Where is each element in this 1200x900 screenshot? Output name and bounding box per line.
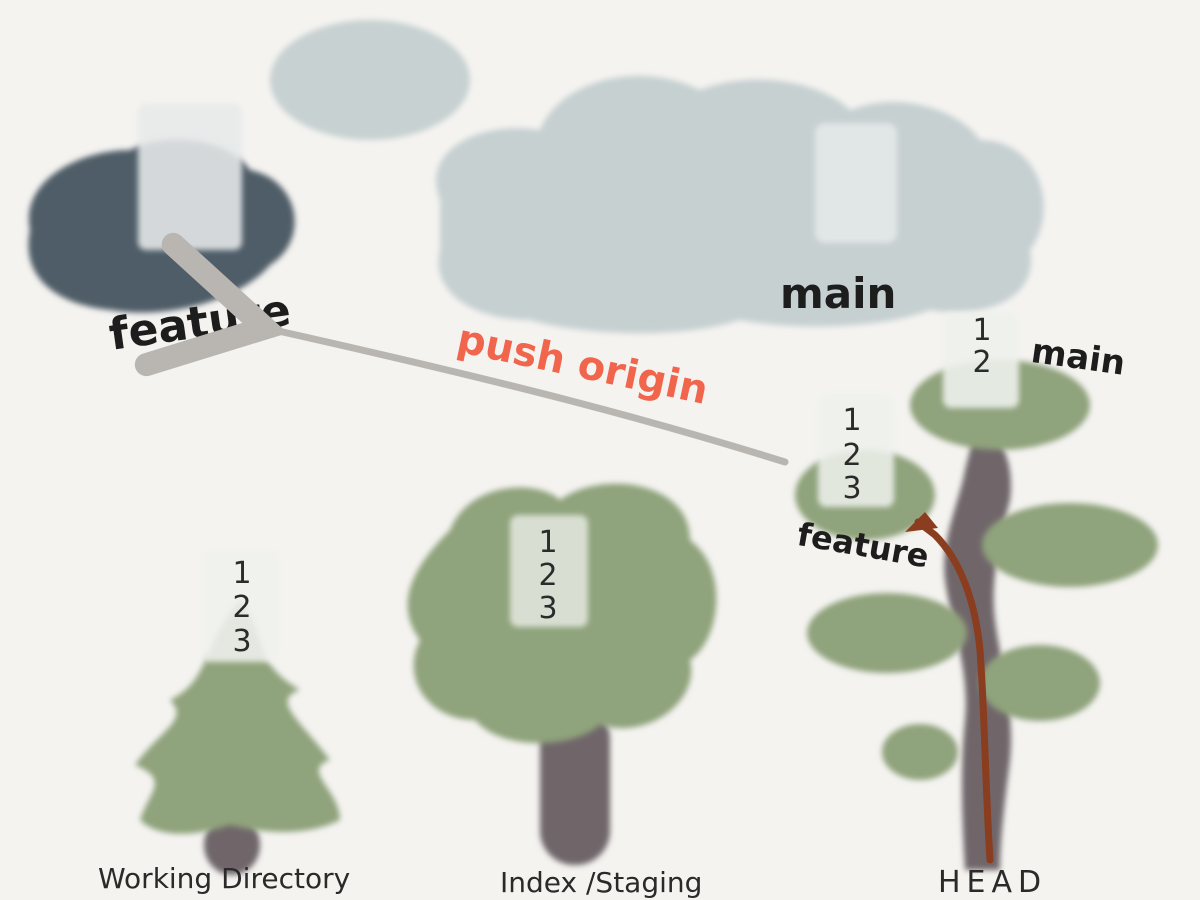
head-main-commit-2: 2: [972, 345, 991, 380]
remote-main-cloud: [436, 75, 1044, 334]
remote-small-cloud: [270, 20, 470, 140]
remote-feature-commit-card: [138, 104, 242, 250]
index-staging-tree: 1 2 3: [407, 483, 717, 865]
working-directory-commit-2: 2: [232, 590, 251, 625]
working-directory-commit-card: [203, 550, 279, 662]
head-feature-commit-2: 2: [842, 438, 861, 473]
working-directory-label: Working Directory: [98, 862, 350, 895]
head-pointer-path: [914, 518, 994, 864]
head-feature-commit-1: 1: [842, 403, 861, 438]
head-pointer-arrowhead: [905, 512, 938, 532]
head-main-commit-1: 1: [972, 313, 991, 348]
remote-main-label: main: [780, 269, 896, 318]
remote-main-commit-card: [815, 123, 897, 243]
push-arrow: [134, 232, 789, 466]
head-tree: 1 2 1 2 3: [795, 312, 1158, 870]
working-directory-commit-3: 3: [232, 624, 251, 659]
index-staging-label: Index /Staging: [500, 866, 702, 899]
index-commit-2: 2: [538, 558, 557, 593]
working-directory-tree: 1 2 3: [135, 550, 340, 875]
remote-feature-cloud: [28, 104, 295, 313]
head-feature-commit-card: [818, 395, 894, 507]
index-commit-1: 1: [538, 525, 557, 560]
head-feature-commit-3: 3: [842, 471, 861, 506]
index-commit-card: [510, 515, 588, 627]
head-main-commit-card: [943, 312, 1019, 408]
head-label: HEAD: [938, 865, 1047, 900]
working-directory-commit-1: 1: [232, 556, 251, 591]
index-commit-3: 3: [538, 591, 557, 626]
